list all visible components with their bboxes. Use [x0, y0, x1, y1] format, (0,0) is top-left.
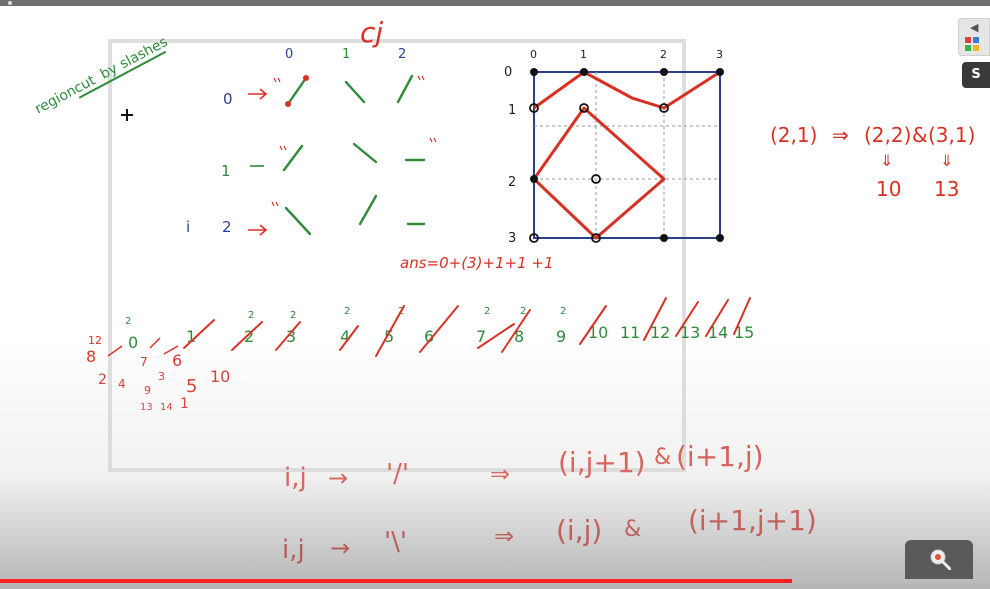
scribble-b: 8 [86, 347, 96, 366]
grid-col-3: 3 [716, 48, 723, 61]
rule1-out1: (i,j+1) [558, 446, 646, 479]
rule1-lhs: i,j [284, 463, 307, 493]
mapping-amp: & [912, 123, 928, 147]
scribble-i: 10 [210, 367, 230, 386]
rule2-amp: & [624, 517, 641, 542]
row-index-2: 2 [222, 218, 232, 236]
number-11: 11 [620, 323, 640, 342]
scribble-k: 14 [160, 402, 173, 413]
top-bar-dot [8, 1, 12, 5]
rule1-implies: ⇒ [490, 460, 510, 488]
grid-col-2: 2 [660, 48, 667, 61]
mapping-arrow: ⇒ [832, 123, 849, 147]
number-row-superscripts: 2 2 2 2 2 2 2 2 [125, 306, 566, 327]
grid-row-0: 0 [504, 65, 512, 80]
rule1-slash: '/' [386, 459, 409, 489]
scribble-a: 12 [88, 334, 102, 347]
sup-3: 2 [344, 306, 350, 317]
scribble-n: 3 [158, 370, 165, 383]
rule2-arrow: → [330, 534, 350, 562]
grid-row-3: 3 [508, 231, 516, 246]
mapping-note: (2,1) ⇒ (2,2) & (3,1) ⇓ ⇓ 10 13 [770, 123, 975, 201]
handwriting-layer: cj region cut by slashes 0 1 2 0 1 i 2 [32, 16, 975, 565]
sup-6: 2 [520, 306, 526, 317]
chevron-left-icon: ◀ [970, 21, 979, 34]
scribble-h: 5 [186, 376, 197, 397]
top-bar [0, 0, 990, 6]
video-progress-fill [0, 579, 792, 583]
rule2-out2: (i+1,j+1) [688, 504, 817, 537]
sup-7: 2 [560, 306, 566, 317]
side-note: region cut by slashes [32, 34, 170, 118]
number-5: 5 [384, 327, 394, 346]
collapse-panel-button[interactable]: ◀ [958, 18, 990, 56]
cursor-crosshair-icon [121, 109, 133, 121]
col-index-1: 1 [342, 47, 350, 62]
row-index-1: 1 [221, 162, 231, 180]
number-1: 1 [186, 327, 196, 346]
mapping-v1: 10 [876, 177, 901, 201]
number-10: 10 [588, 323, 608, 342]
scribble-j: 13 [140, 402, 153, 413]
slash-grid [282, 74, 426, 236]
grid-col-0: 0 [530, 48, 537, 61]
rule1-out2: (i+1,j) [676, 440, 764, 473]
mapping-down2-icon: ⇓ [940, 151, 953, 170]
row-index-0: 0 [223, 90, 233, 108]
rule2-out1: (i,j) [556, 514, 602, 547]
zoom-button[interactable] [905, 540, 973, 583]
sup-2: 2 [290, 310, 296, 321]
scribble-cluster: 12 8 2 4 7 6 5 10 13 14 9 3 1 [86, 334, 230, 413]
scribble-o: 1 [180, 396, 189, 412]
mapping-lhs: (2,1) [770, 123, 817, 147]
palette-grid-icon [965, 37, 981, 51]
rule-backslash: i,j → '\' ⇒ (i,j) & (i+1,j+1) [282, 504, 817, 565]
scribble-g: 6 [172, 351, 182, 370]
grid-col-1: 1 [580, 48, 587, 61]
grid-row-2: 2 [508, 175, 516, 190]
rule1-arrow: → [328, 464, 348, 492]
mapping-rhs2: (3,1) [928, 123, 975, 147]
sup-1: 2 [248, 310, 254, 321]
sup-0: 2 [125, 316, 131, 327]
magnifier-icon [930, 549, 951, 570]
mapping-rhs1: (2,2) [864, 123, 911, 147]
rule2-lhs: i,j [282, 535, 305, 565]
slash-dots [285, 75, 309, 107]
rule2-implies: ⇒ [494, 522, 514, 550]
rule1-amp: & [654, 445, 671, 470]
sup-5: 2 [484, 306, 490, 317]
number-0: 0 [128, 333, 138, 352]
video-progress-bar[interactable] [0, 579, 990, 583]
number-9: 9 [556, 327, 566, 346]
number-8: 8 [514, 327, 524, 346]
side-note-word1: region [32, 83, 79, 118]
row-arrows [248, 88, 268, 236]
rule-slash: i,j → '/' ⇒ (i,j+1) & (i+1,j) [284, 440, 764, 493]
whiteboard-canvas[interactable]: cj region cut by slashes 0 1 2 0 1 i 2 [0, 6, 990, 589]
row-marker: i [186, 218, 190, 236]
top-label: cj [360, 16, 383, 49]
scribble-e: 4 [118, 377, 126, 391]
mapping-v2: 13 [934, 177, 959, 201]
answer-line: ans=0+(3)+1+1 +1 [400, 254, 554, 272]
side-tab[interactable]: S [962, 62, 990, 88]
tick-marks [271, 75, 437, 207]
scribble-f: 7 [140, 355, 148, 369]
side-note-word3: by [98, 61, 121, 83]
col-index-2: 2 [398, 47, 406, 62]
col-index-0: 0 [285, 47, 293, 62]
scribble-m: 9 [144, 384, 151, 397]
right-grid: 0 1 2 3 0 1 2 3 [504, 48, 724, 246]
number-12: 12 [650, 323, 670, 342]
rule2-slash: '\' [384, 527, 407, 557]
scribble-d: 2 [98, 372, 107, 388]
grid-row-1: 1 [508, 103, 516, 118]
mapping-down1-icon: ⇓ [880, 151, 893, 170]
